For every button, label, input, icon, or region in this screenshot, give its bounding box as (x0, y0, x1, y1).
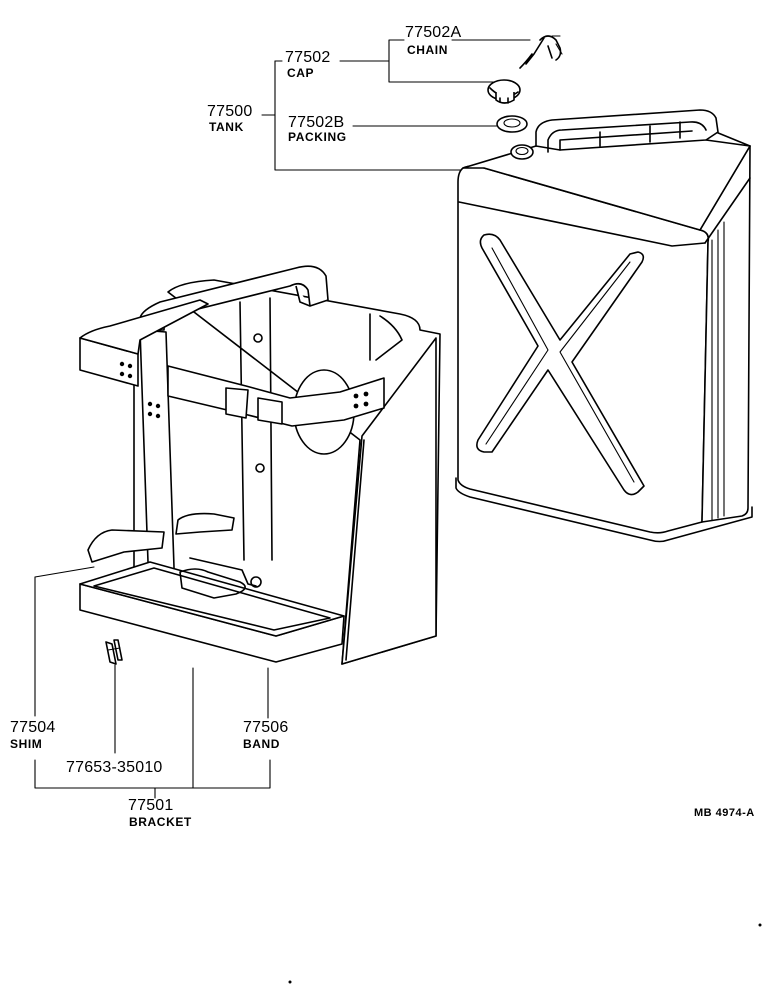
band-part-name: BAND (243, 737, 281, 751)
bracket-part-number: 77501 (128, 797, 174, 814)
chain-part-number: 77502A (405, 24, 462, 41)
clip-part-number: 77653-35010 (66, 759, 163, 776)
clip-part (105, 639, 123, 665)
band-part-number: 77506 (243, 719, 289, 736)
packing-part-name: PACKING (288, 130, 347, 144)
cap-part-number: 77502 (285, 49, 331, 66)
chain-part-name: CHAIN (407, 43, 448, 57)
tank-part-number: 77500 (207, 103, 253, 120)
fuel-can-tank (455, 109, 753, 543)
shim-part-name: SHIM (10, 737, 43, 751)
leader-lines (34, 39, 531, 799)
bracket-part-name: BRACKET (129, 815, 192, 829)
bracket-assembly (79, 265, 441, 665)
cap-part-name: CAP (287, 66, 315, 80)
cap-chain-packing (487, 35, 563, 133)
shim-part-number: 77504 (10, 719, 56, 736)
packing-part-number: 77502B (288, 114, 345, 131)
figure-code: MB 4974-A (694, 807, 755, 819)
tank-part-name: TANK (209, 120, 244, 134)
